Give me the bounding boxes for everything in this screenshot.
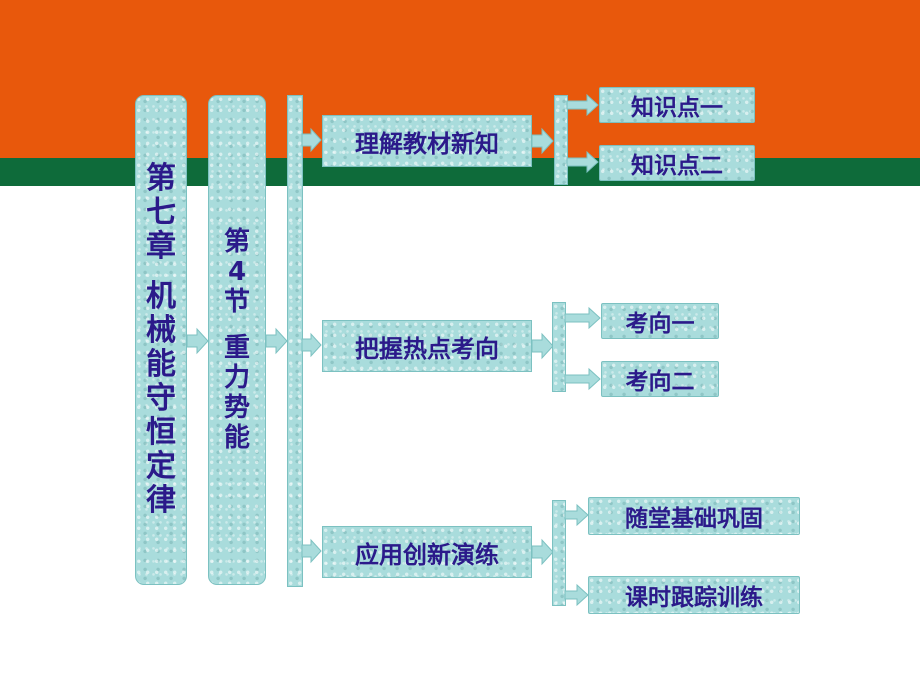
leaf-label: 知识点一: [631, 95, 723, 121]
arrow-branch-3-out: [531, 538, 554, 566]
leaf-homework-training: 课时跟踪训练: [588, 576, 800, 614]
section-char: 力: [223, 363, 250, 393]
leaf-label: 课时跟踪训练: [625, 585, 763, 611]
arrow-sub-3a: [564, 503, 589, 527]
chapter-char: 章: [146, 229, 176, 264]
arrow-to-branch-2: [301, 332, 322, 358]
arrow-sub-2a: [564, 306, 601, 330]
section-box: 第 4 节 重 力 势 能: [208, 95, 266, 585]
arrow-branch-1-out: [531, 127, 554, 155]
section-char: 势: [223, 393, 250, 423]
chapter-char: 守: [146, 381, 176, 416]
arrow-chapter-to-section: [186, 327, 209, 355]
section-char: 重: [223, 333, 250, 363]
branch-box-understand: 理解教材新知: [322, 115, 532, 167]
arrow-section-to-bracket: [265, 327, 288, 355]
branch-box-hotspot: 把握热点考向: [322, 320, 532, 372]
leaf-knowledge-1: 知识点一: [599, 87, 755, 123]
main-bracket-bar: [287, 95, 303, 587]
arrow-sub-1b: [566, 150, 599, 174]
chapter-char: 第: [146, 161, 176, 196]
arrow-to-branch-3: [301, 538, 322, 564]
arrow-sub-1a: [566, 93, 599, 117]
section-char: 节: [223, 287, 250, 317]
branch-label: 把握热点考向: [355, 334, 499, 363]
branch-label: 理解教材新知: [355, 129, 499, 158]
arrow-to-branch-1: [301, 127, 322, 153]
sub-bracket-bar-1: [554, 95, 568, 185]
chapter-char: 械: [146, 313, 176, 348]
arrow-sub-3b: [564, 583, 589, 607]
arrow-sub-2b: [564, 367, 601, 391]
leaf-label: 随堂基础巩固: [625, 506, 763, 532]
leaf-direction-2: 考向二: [601, 361, 719, 397]
sub-bracket-bar-3: [552, 500, 566, 606]
chapter-char: 七: [146, 195, 176, 230]
chapter-char: 机: [146, 279, 176, 314]
arrow-branch-2-out: [531, 332, 554, 360]
chapter-char: 能: [146, 347, 176, 382]
section-char: 能: [223, 423, 250, 453]
leaf-classroom-review: 随堂基础巩固: [588, 497, 800, 535]
leaf-direction-1: 考向一: [601, 303, 719, 339]
branch-box-application: 应用创新演练: [322, 526, 532, 578]
leaf-label: 考向二: [625, 369, 695, 395]
leaf-label: 考向一: [625, 311, 695, 337]
section-char: 第: [223, 227, 250, 257]
leaf-knowledge-2: 知识点二: [599, 145, 755, 181]
section-char: 4: [227, 257, 247, 287]
chapter-char: 定: [146, 449, 176, 484]
chapter-char: 律: [146, 483, 176, 518]
branch-label: 应用创新演练: [355, 540, 499, 569]
chapter-char: 恒: [146, 415, 176, 450]
sub-bracket-bar-2: [552, 302, 566, 392]
leaf-label: 知识点二: [631, 153, 723, 179]
chapter-box: 第 七 章 机 械 能 守 恒 定 律: [135, 95, 187, 585]
